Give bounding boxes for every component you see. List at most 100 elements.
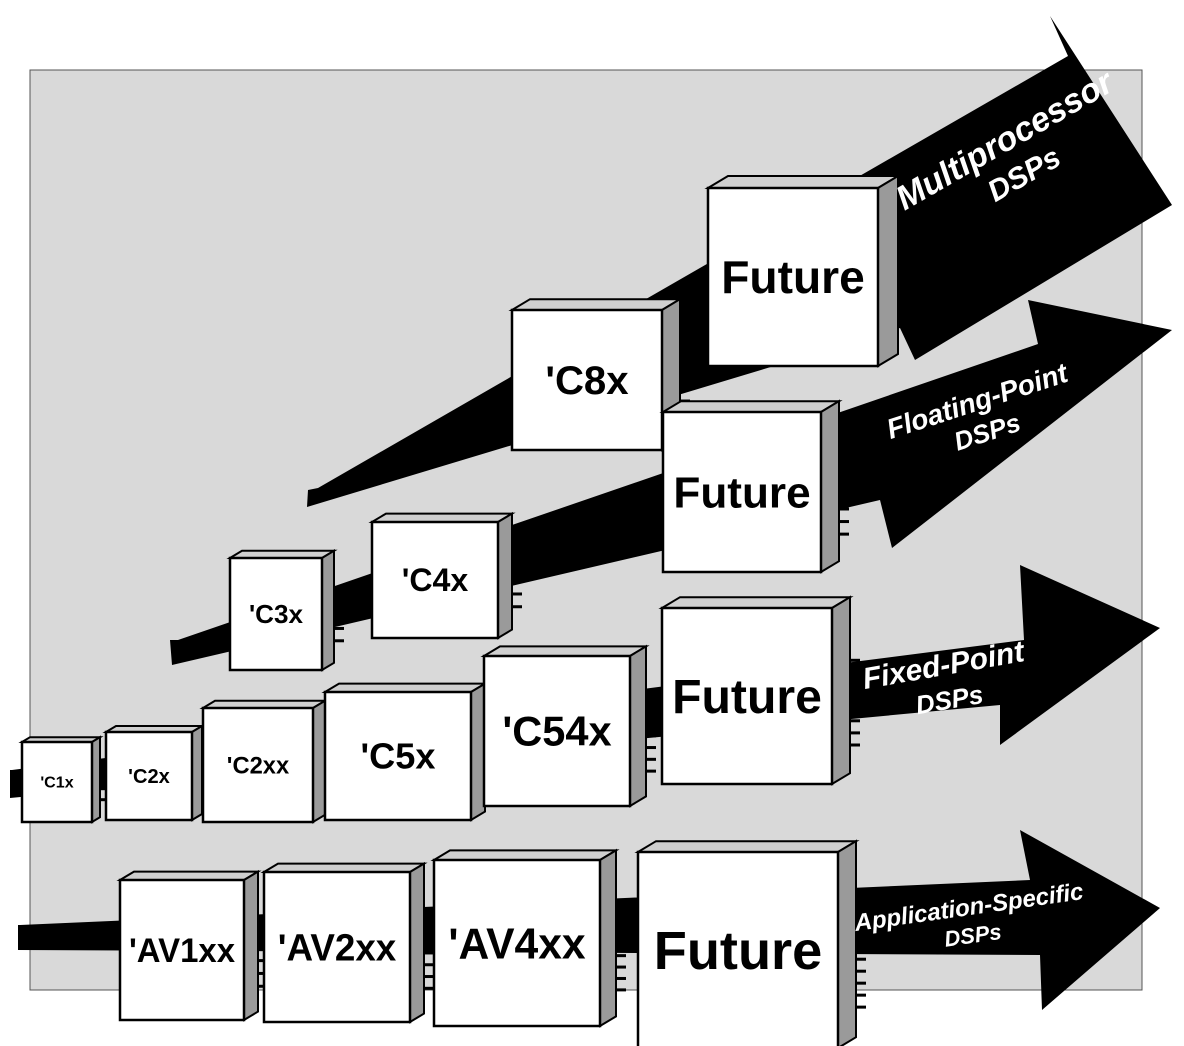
chip-application-specific-2: 'AV4xx xyxy=(430,848,626,1028)
chip-label: 'C2x xyxy=(128,766,170,788)
chip-top-face xyxy=(430,849,620,861)
chip-pin xyxy=(848,743,860,747)
chip-top-face xyxy=(116,870,262,881)
chip-front-face xyxy=(118,878,246,1022)
chip-top-face xyxy=(368,512,516,523)
chip-label: Future xyxy=(673,468,810,517)
chip-pin xyxy=(422,939,434,943)
chip-pin xyxy=(848,683,860,686)
chip-pin xyxy=(644,746,656,750)
chip-pin xyxy=(854,921,866,925)
chip-side-face xyxy=(497,511,513,640)
chip-pin xyxy=(854,957,866,961)
chip-pin xyxy=(614,931,626,935)
chip-top-face xyxy=(704,175,902,189)
chip-pin xyxy=(848,731,860,735)
chip-pin xyxy=(854,993,866,997)
chip-pin xyxy=(614,965,626,969)
chip-front-face xyxy=(661,410,823,574)
chip-pin xyxy=(854,969,866,973)
chip-application-specific-0: 'AV1xx xyxy=(116,869,268,1022)
chip-pin xyxy=(422,975,434,979)
chip-pin xyxy=(256,984,268,988)
chip-pin xyxy=(848,658,860,662)
chip-side-face xyxy=(820,399,840,574)
chip-pin xyxy=(678,348,690,352)
chip-front-face xyxy=(323,690,473,822)
chip-label: 'AV2xx xyxy=(278,927,397,969)
chip-top-face xyxy=(508,298,684,311)
chip-front-face xyxy=(432,858,602,1028)
chip-application-specific-1: 'AV2xx xyxy=(260,861,434,1024)
chip-top-face xyxy=(260,862,428,873)
chip-pin xyxy=(854,909,866,913)
chip-pin xyxy=(896,250,908,254)
chip-side-face xyxy=(191,724,203,822)
chip-pin xyxy=(614,919,626,923)
chip-pin xyxy=(837,457,849,461)
chip-label: 'AV1xx xyxy=(129,932,235,970)
chip-pin xyxy=(644,734,656,738)
chip-label: Future xyxy=(672,671,822,724)
chip-fixed-point-2: 'C2xx xyxy=(199,699,335,824)
chip-label: 'C5x xyxy=(361,736,436,777)
chip-pin xyxy=(332,639,344,643)
chip-pin xyxy=(854,933,866,937)
chip-fixed-point-0: 'C1x xyxy=(18,735,110,824)
chip-pin xyxy=(896,275,908,279)
chip-front-face xyxy=(228,556,324,672)
chip-pin xyxy=(614,976,626,980)
chip-front-face xyxy=(482,654,632,808)
chip-pin xyxy=(848,695,860,699)
chip-top-face xyxy=(480,645,650,657)
chip-pin xyxy=(510,566,522,570)
chip-pin xyxy=(644,710,656,714)
chip-pin xyxy=(256,920,268,924)
chip-pin xyxy=(614,942,626,946)
chip-pin xyxy=(98,798,110,802)
chip-side-face xyxy=(877,174,899,368)
chip-front-face xyxy=(201,706,315,824)
chip-pin xyxy=(256,959,268,963)
chip-front-face xyxy=(510,308,664,452)
chip-pin xyxy=(837,507,849,511)
chip-side-face xyxy=(321,549,335,672)
chip-pin xyxy=(98,776,110,780)
chip-pin xyxy=(98,787,110,791)
chip-pin xyxy=(510,592,522,596)
chip-label: 'AV4xx xyxy=(448,919,586,968)
chip-label: Future xyxy=(654,921,822,981)
chip-pin xyxy=(644,698,656,702)
chip-label: 'C3x xyxy=(249,599,304,629)
chip-side-face xyxy=(599,848,617,1028)
chip-pin xyxy=(614,988,626,992)
chip-pin xyxy=(678,373,690,377)
chip-pin xyxy=(854,945,866,949)
chip-pin xyxy=(848,670,860,674)
chip-pin xyxy=(837,482,849,486)
chip-pin xyxy=(678,361,690,365)
chip-pin xyxy=(510,605,522,609)
chip-side-face xyxy=(629,644,647,808)
chip-side-face xyxy=(831,595,851,786)
chip-pin xyxy=(332,626,344,630)
chip-label: 'C54x xyxy=(502,708,612,755)
chip-side-face xyxy=(837,839,857,1046)
chip-pin xyxy=(332,602,344,606)
chip-pin xyxy=(644,757,656,761)
chip-pin xyxy=(510,579,522,583)
chip-label: 'C4x xyxy=(402,562,469,598)
chip-pin xyxy=(854,1005,866,1009)
chip-side-face xyxy=(243,869,259,1022)
chip-front-face xyxy=(262,870,412,1024)
chip-pin xyxy=(332,614,344,618)
chip-pin xyxy=(837,520,849,524)
chip-pin xyxy=(896,311,908,315)
chip-front-face xyxy=(370,520,500,640)
chip-floating-point-0: 'C3x xyxy=(226,549,344,672)
chip-pin xyxy=(256,933,268,937)
chip-pin xyxy=(644,769,656,773)
chip-pin xyxy=(644,722,656,726)
chip-pin xyxy=(614,908,626,912)
